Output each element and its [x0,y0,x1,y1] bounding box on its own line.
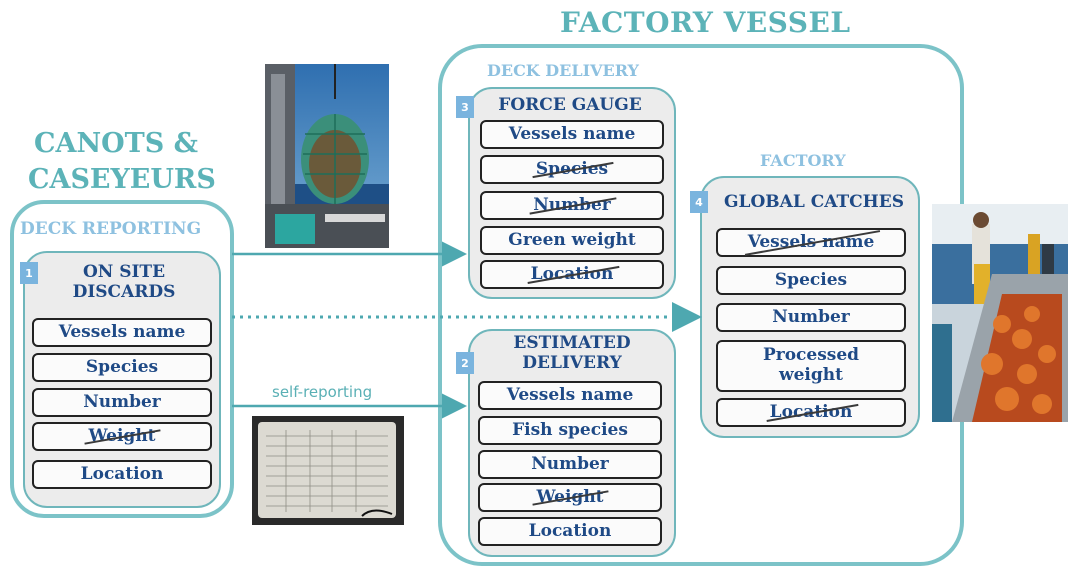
paper-form-photo [252,416,404,525]
estimated-delivery-heading: ESTIMATED DELIVERY [480,333,664,374]
canots-title-line1: CANOTS & [34,128,199,159]
force-gauge-heading: FORCE GAUGE [498,95,642,115]
field-vessels-name: Vessels name [478,381,662,410]
field-location-struck: Location [480,260,664,289]
field-weight-struck: Weight [478,483,662,512]
step-number-3: 3 [456,96,474,118]
field-number: Number [716,303,906,332]
net-hoist-photo [265,64,389,248]
field-vessels-name-struck: Vessels name [716,228,906,257]
processed-line2: weight [778,365,843,385]
processed-line1: Processed [762,345,860,366]
field-fish-species: Fish species [478,416,662,445]
field-number: Number [478,450,662,479]
field-species-struck: Species [480,155,664,184]
step-number-2: 2 [456,352,474,374]
field-location: Location [32,460,212,489]
field-location: Location [478,517,662,546]
global-catches-heading: GLOBAL CATCHES [724,192,904,212]
factory-vessel-title: FACTORY VESSEL [560,6,851,39]
step-number-4: 4 [690,191,708,213]
estimated-heading-line1: ESTIMATED [513,333,631,353]
on-site-heading-line2: DISCARDS [72,282,176,303]
deck-reporting-label: DECK REPORTING [20,219,202,239]
field-green-weight: Green weight [480,226,664,255]
factory-label: FACTORY [760,151,846,170]
canots-title-line2: CASEYEURS [28,164,216,195]
field-vessels-name: Vessels name [32,318,212,347]
step-number-1: 1 [20,262,38,284]
field-species: Species [32,353,212,382]
field-species: Species [716,266,906,295]
field-processed-weight: Processed weight [716,340,906,392]
on-site-discards-heading: ON SITE DISCARDS [46,262,202,303]
field-location-struck: Location [716,398,906,427]
estimated-heading-line2: DELIVERY [522,353,622,374]
field-number-struck: Number [480,191,664,220]
deck-delivery-label: DECK DELIVERY [487,61,639,80]
factory-processing-photo [932,204,1068,422]
self-reporting-label: self-reporting [272,383,373,401]
field-number: Number [32,388,212,417]
field-vessels-name: Vessels name [480,120,664,149]
field-weight-struck: Weight [32,422,212,451]
on-site-heading-line1: ON SITE [82,262,166,282]
